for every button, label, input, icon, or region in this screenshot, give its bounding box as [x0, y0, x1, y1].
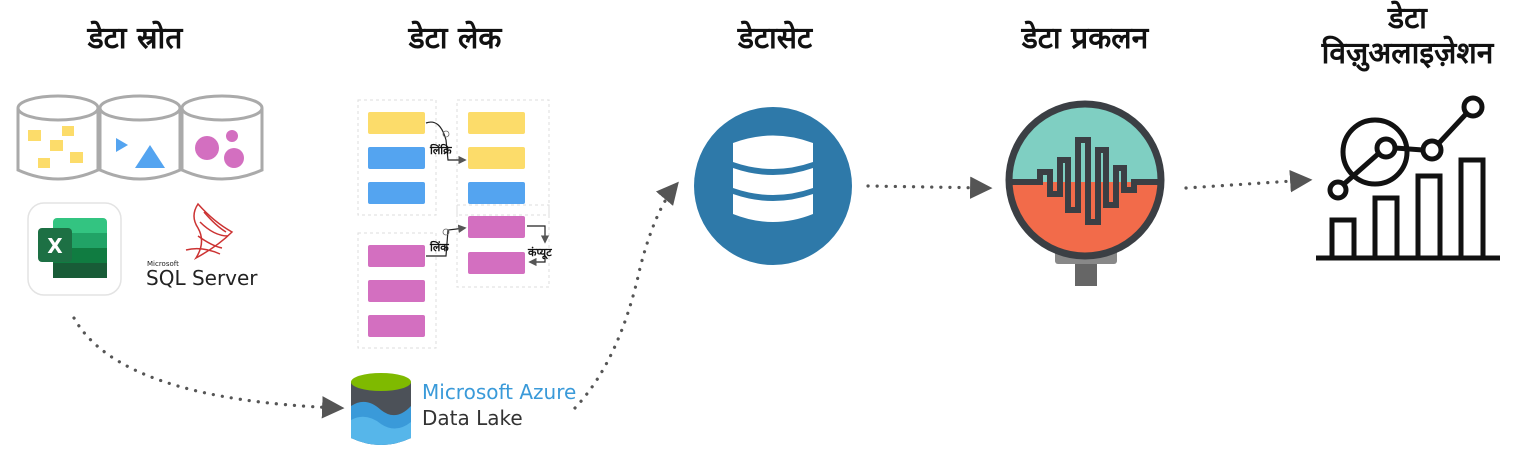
connector-processing-to-visualization [1184, 169, 1313, 193]
database-cylinder-blue-icon [98, 94, 182, 181]
connector-azure-to-dataset [573, 181, 679, 410]
sql-server-logo: Microsoft SQL Server [146, 202, 258, 290]
compute-arrow-down-icon [527, 225, 550, 244]
azure-data-lake-logo: Microsoft Azure Data Lake [351, 373, 576, 445]
database-cylinder-magenta-icon [180, 94, 264, 181]
stage-title-data-visualization: डेटा विज़ुअलाइज़ेशन [1285, 1, 1530, 71]
excel-icon: X [27, 202, 122, 296]
processing-magnifier-icon [1005, 100, 1165, 286]
sql-name-label: SQL Server [146, 266, 258, 290]
data-lake-flow-diagram: लिंक्रि लिंक कंप्यूट [357, 99, 552, 349]
connector-dataset-to-processing [866, 176, 993, 199]
lake-block-magenta-2 [468, 252, 525, 274]
lake-block-blue-2 [368, 182, 425, 204]
stage-title-data-source: डेटा स्रोत [87, 21, 183, 56]
lake-block-blue-1 [368, 147, 425, 169]
azure-lake-cylinder-icon [351, 373, 411, 445]
azure-product-label: Data Lake [422, 406, 523, 430]
sql-server-swirl-icon [185, 202, 234, 261]
lake-block-magenta-5 [368, 315, 425, 337]
sync-label: लिंक्रि [429, 143, 452, 157]
sql-brand-label: Microsoft [147, 260, 179, 268]
visualization-title-line2: विज़ुअलाइज़ेशन [1321, 35, 1494, 71]
visualization-title-line1: डेटा [1388, 1, 1427, 36]
excel-letter: X [47, 234, 63, 258]
lake-block-yellow-1 [368, 112, 425, 134]
lake-block-magenta-3 [368, 245, 425, 267]
link-arrow-icon [426, 224, 467, 257]
lake-block-yellow-3 [468, 147, 525, 169]
compute-label: कंप्यूट [527, 246, 552, 260]
stage-title-data-lake: डेटा लेक [408, 21, 502, 56]
sync-arrow-icon [425, 121, 467, 165]
azure-brand-label: Microsoft Azure [422, 380, 576, 404]
compute-arrow-back-icon [528, 255, 546, 267]
visualization-chart-icon [1316, 95, 1500, 261]
connector-source-to-azure [72, 316, 345, 419]
stage-title-dataset: डेटासेट [737, 21, 813, 56]
dataset-database-icon [694, 107, 852, 265]
stage-title-data-processing: डेटा प्रकलन [1021, 21, 1149, 56]
lake-block-yellow-2 [468, 112, 525, 134]
database-cylinder-yellow-icon [16, 94, 100, 181]
lake-block-magenta-4 [368, 280, 425, 302]
lake-block-magenta-1 [468, 216, 525, 238]
lake-block-blue-3 [468, 182, 525, 204]
link-label: लिंक [429, 240, 449, 254]
